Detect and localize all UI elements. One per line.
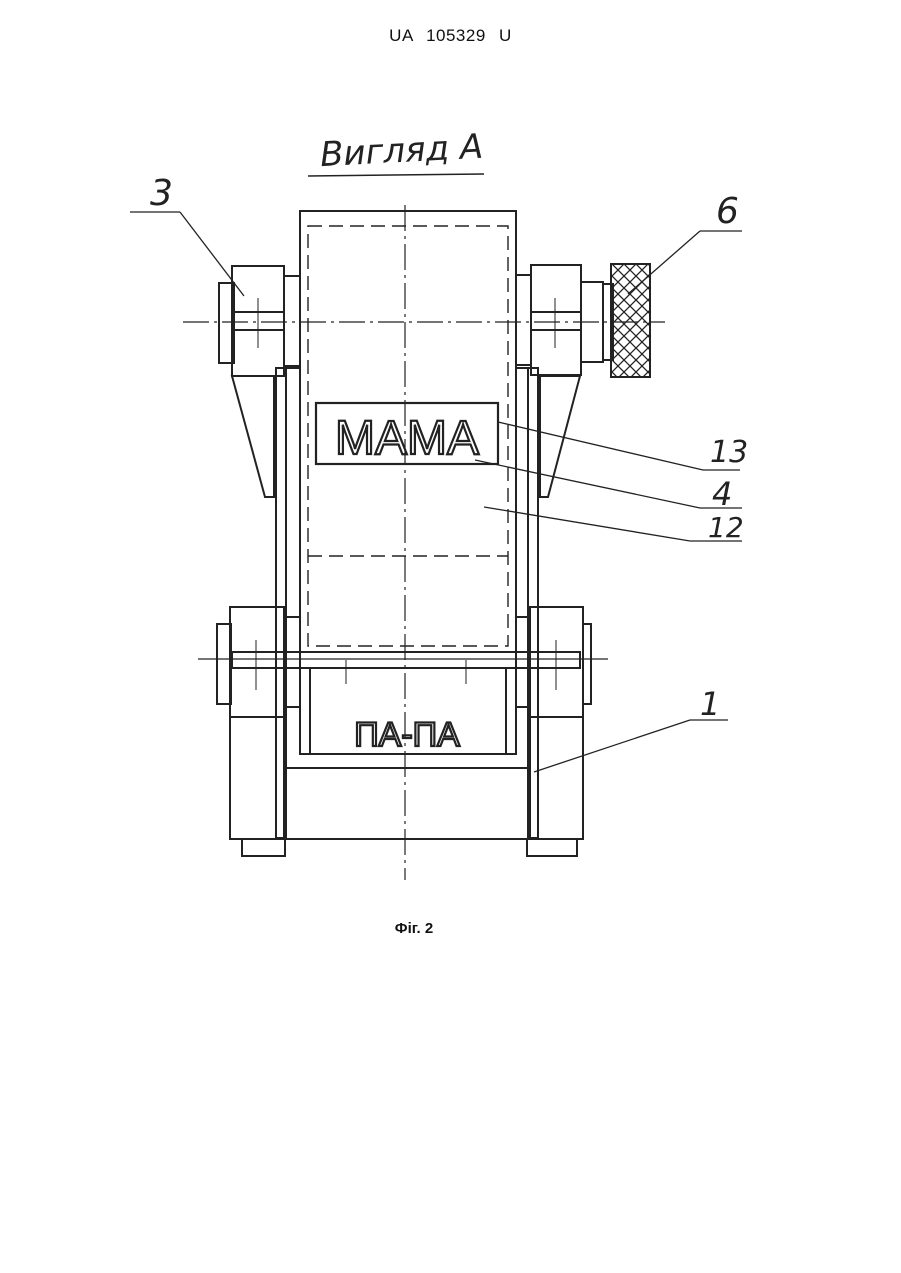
view-title: Вигляд А bbox=[319, 127, 484, 175]
label-part-4: 4 bbox=[712, 475, 732, 513]
label-part-3: 3 bbox=[150, 173, 173, 214]
label-part-13: 13 bbox=[710, 435, 748, 470]
machine-body bbox=[183, 205, 665, 880]
label-part-12: 12 bbox=[708, 511, 744, 544]
label-part-6: 6 bbox=[716, 191, 739, 232]
figure-caption: Фіг. 2 bbox=[0, 920, 828, 937]
sign-papa: ПА-ПА bbox=[354, 716, 460, 754]
label-part-1: 1 bbox=[700, 685, 720, 723]
sign-mama: МАМА bbox=[335, 412, 479, 465]
